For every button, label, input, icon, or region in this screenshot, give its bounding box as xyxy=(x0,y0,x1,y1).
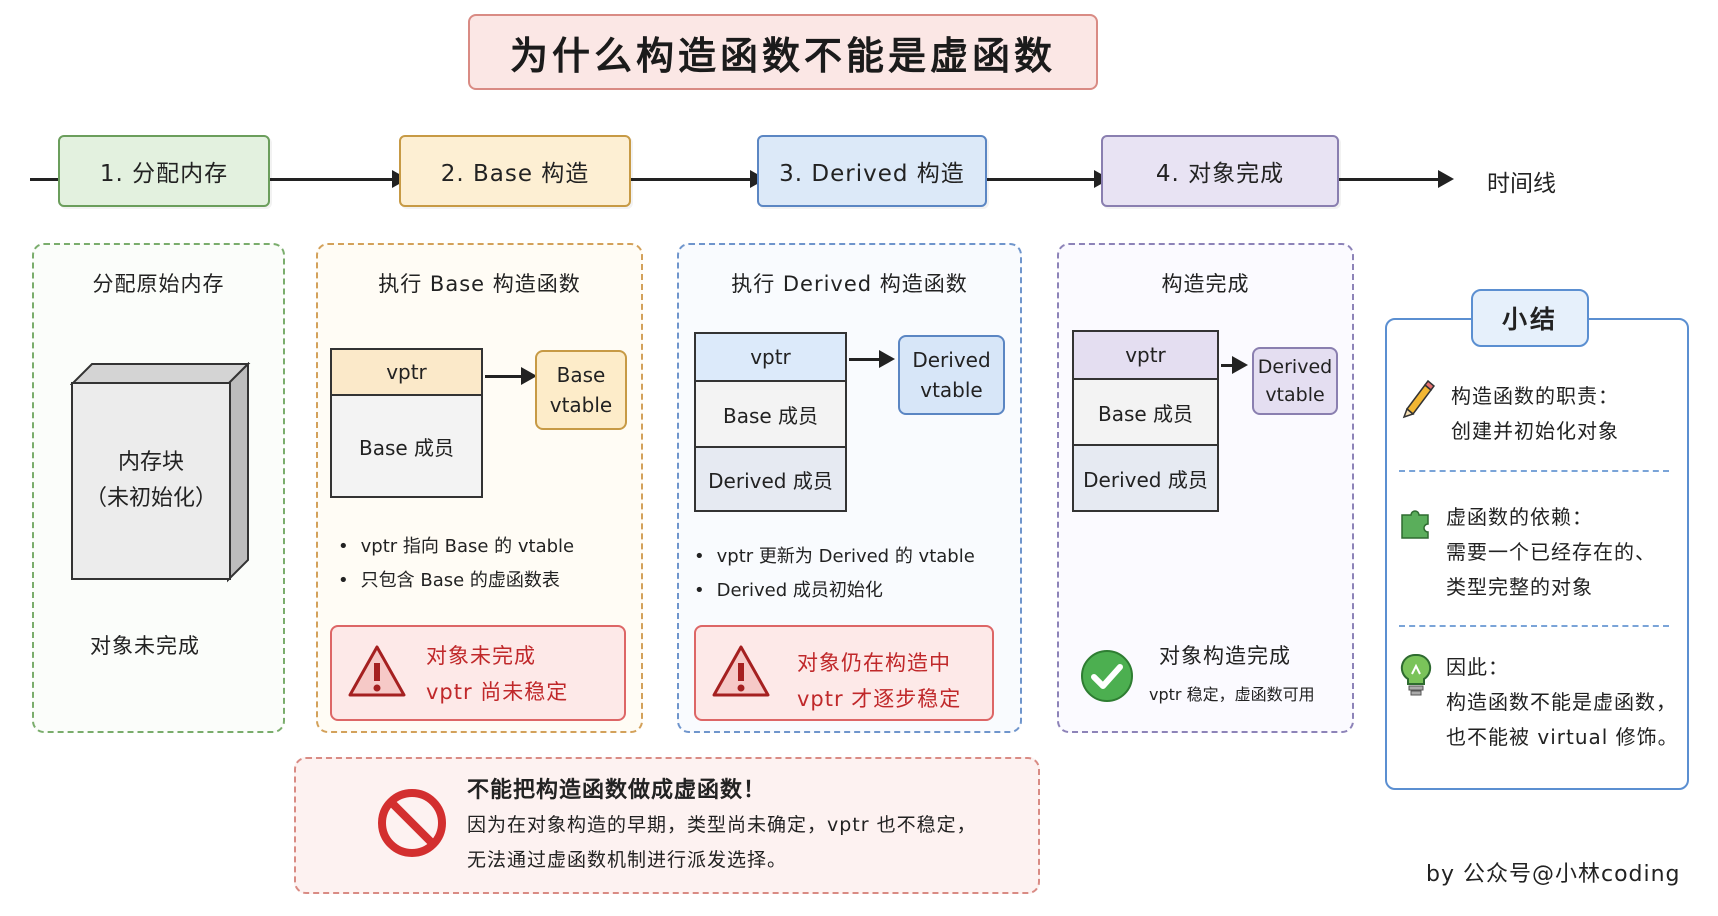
puzzle-icon xyxy=(1401,510,1429,539)
pencil-icon xyxy=(1402,379,1435,419)
step-derived-construct: 3. Derived 构造 xyxy=(757,135,987,207)
memory-block-icon xyxy=(70,362,251,583)
memory-block-label: 内存块 xyxy=(117,450,184,475)
ok-title: 对象构造完成 xyxy=(1159,644,1291,668)
vtable-label: Base xyxy=(556,363,606,387)
memory-block-sublabel: （未初始化） xyxy=(84,486,217,511)
ok-subtitle: vptr 稳定，虚函数可用 xyxy=(1149,685,1315,704)
vtable-label: Derived xyxy=(1257,356,1333,378)
summary-line: 需要一个已经存在的、 xyxy=(1446,540,1656,564)
base-members-row: Base 成员 xyxy=(696,382,845,448)
author-byline: by 公众号@小林coding xyxy=(1426,862,1681,887)
base-vtable: Base vtable xyxy=(535,350,627,430)
object-layout: vptr Base 成员 Derived 成员 xyxy=(1072,330,1219,512)
panel-title: 构造完成 xyxy=(1161,272,1250,296)
bullet-list: vptr 指向 Base 的 vtable 只包含 Base 的虚函数表 xyxy=(338,530,575,598)
base-members-row: Base 成员 xyxy=(1074,380,1217,446)
panel-title: 执行 Derived 构造函数 xyxy=(731,272,968,296)
warning-icon xyxy=(348,645,406,697)
page-title: 为什么构造函数不能是虚函数 xyxy=(468,14,1098,90)
derived-members-row: Derived 成员 xyxy=(696,448,845,510)
derived-vtable: Derived vtable xyxy=(1252,347,1338,415)
timeline-arrow-icon xyxy=(1438,170,1454,188)
panel-title: 分配原始内存 xyxy=(92,272,225,296)
summary-line: 类型完整的对象 xyxy=(1446,575,1593,599)
step-allocate-memory: 1. 分配内存 xyxy=(58,135,270,207)
warning-text: 对象未完成 vptr 尚未稳定 xyxy=(426,638,568,710)
lightbulb-icon xyxy=(1400,653,1432,696)
bullet-item: vptr 更新为 Derived 的 vtable xyxy=(694,540,975,574)
warning-icon xyxy=(712,645,770,697)
vptr-row: vptr xyxy=(332,350,481,396)
prohibited-icon xyxy=(378,789,446,857)
summary-line: 创建并初始化对象 xyxy=(1451,419,1619,443)
vptr-arrow xyxy=(1221,364,1235,367)
conclusion-line: 无法通过虚函数机制进行派发选择。 xyxy=(467,849,788,871)
summary-box xyxy=(1385,318,1689,790)
vtable-sublabel: vtable xyxy=(920,378,983,402)
warning-text: 对象仍在构造中 vptr 才逐步稳定 xyxy=(797,645,961,717)
timeline-line xyxy=(30,178,1440,181)
summary-divider xyxy=(1399,470,1669,472)
vptr-arrow xyxy=(849,358,883,361)
base-members-row: Base 成员 xyxy=(358,435,455,460)
bullet-item: vptr 指向 Base 的 vtable xyxy=(338,530,575,564)
summary-item: 虚函数的依赖： 需要一个已经存在的、 类型完整的对象 xyxy=(1446,500,1656,605)
warning-line: 对象仍在构造中 xyxy=(797,651,951,675)
panel-status: 对象未完成 xyxy=(90,634,200,658)
vtable-sublabel: vtable xyxy=(549,393,613,417)
timeline-label: 时间线 xyxy=(1487,171,1556,197)
vptr-row: vptr xyxy=(1074,332,1217,380)
summary-item: 因此： 构造函数不能是虚函数， 也不能被 virtual 修饰。 xyxy=(1446,650,1679,755)
conclusion-heading: 不能把构造函数做成虚函数！ xyxy=(467,778,767,803)
summary-heading: 虚函数的依赖： xyxy=(1446,505,1593,529)
object-layout: vptr Base 成员 Derived 成员 xyxy=(694,332,847,512)
derived-vtable: Derived vtable xyxy=(898,335,1005,415)
warning-line: vptr 才逐步稳定 xyxy=(797,687,962,711)
bullet-item: Derived 成员初始化 xyxy=(694,574,975,608)
panel-title: 执行 Base 构造函数 xyxy=(378,272,581,296)
summary-line: 构造函数不能是虚函数， xyxy=(1446,690,1677,714)
summary-divider xyxy=(1399,625,1669,627)
summary-heading: 因此： xyxy=(1446,655,1509,679)
warning-line: vptr 尚未稳定 xyxy=(426,680,569,704)
vptr-arrow-icon xyxy=(521,367,537,385)
check-circle-icon xyxy=(1081,650,1133,702)
bullet-list: vptr 更新为 Derived 的 vtable Derived 成员初始化 xyxy=(694,540,975,608)
warning-line: 对象未完成 xyxy=(426,644,536,668)
summary-item: 构造函数的职责： 创建并初始化对象 xyxy=(1451,379,1619,449)
bullet-item: 只包含 Base 的虚函数表 xyxy=(338,564,574,598)
summary-line: 也不能被 virtual 修饰。 xyxy=(1446,725,1679,749)
conclusion-text: 不能把构造函数做成虚函数！ 因为在对象构造的早期，类型尚未确定，vptr 也不稳… xyxy=(467,773,977,878)
summary-tag: 小结 xyxy=(1471,289,1589,347)
step-object-complete: 4. 对象完成 xyxy=(1101,135,1339,207)
summary-heading: 构造函数的职责： xyxy=(1451,384,1619,408)
conclusion-line: 因为在对象构造的早期，类型尚未确定，vptr 也不稳定， xyxy=(467,814,977,836)
vptr-row: vptr xyxy=(696,334,845,382)
object-layout: vptr Base 成员 xyxy=(330,348,483,498)
vptr-arrow-icon xyxy=(879,350,895,368)
vtable-label: Derived xyxy=(912,348,991,372)
memory-block: 内存块 （未初始化） xyxy=(71,382,231,580)
step-base-construct: 2. Base 构造 xyxy=(399,135,631,207)
vptr-arrow-icon xyxy=(1232,356,1248,374)
derived-members-row: Derived 成员 xyxy=(1074,446,1217,510)
vptr-arrow xyxy=(485,375,525,378)
vtable-sublabel: vtable xyxy=(1265,384,1325,406)
